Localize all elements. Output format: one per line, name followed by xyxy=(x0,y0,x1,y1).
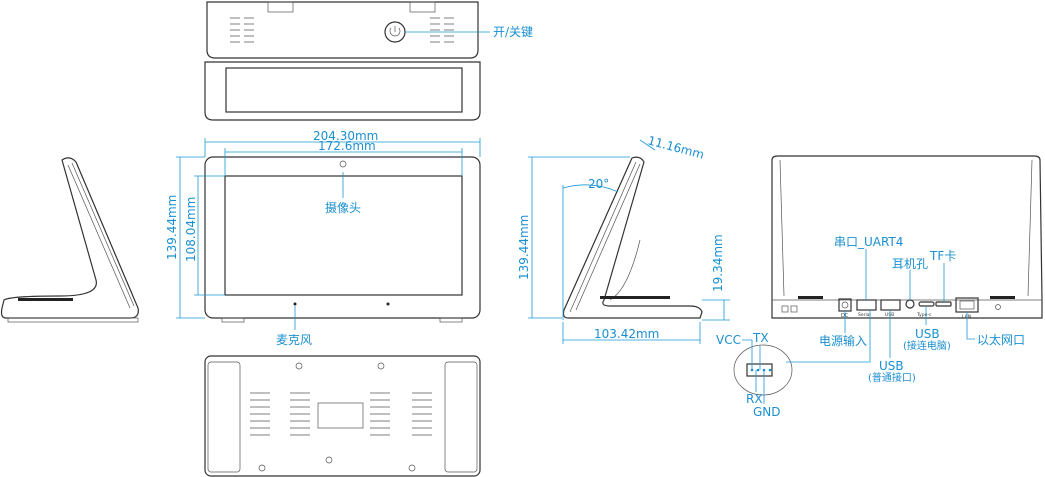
pin-gnd-label: GND xyxy=(753,405,781,419)
usb-normal-sublabel: (普通接口) xyxy=(868,371,916,384)
pin-rx-label: RX xyxy=(746,392,763,406)
top-view: 开/关键 xyxy=(204,1,533,121)
tf-slot[interactable] xyxy=(935,301,952,307)
svg-text:LAN: LAN xyxy=(962,314,971,320)
lock-icon xyxy=(995,304,1001,310)
uart-pinout-detail: VCC TX RX GND xyxy=(716,310,871,419)
left-side-view xyxy=(0,157,139,323)
uart-label: 串口_UART4 xyxy=(834,235,903,249)
vent-left xyxy=(230,17,254,43)
depth-dimension: 103.42mm xyxy=(594,327,659,341)
side-view-dimensioned: 139.44mm 20° 11.16mm 103.42mm 19.34mm xyxy=(517,133,730,344)
svg-text:Type-c: Type-c xyxy=(916,312,932,318)
angle-dimension: 20° xyxy=(588,177,609,191)
ethernet-label: 以太网口 xyxy=(977,332,1025,347)
tf-card-label: TF卡 xyxy=(929,249,956,263)
power-button-icon xyxy=(384,21,406,43)
camera-label: 摄像头 xyxy=(325,200,361,215)
camera-icon xyxy=(339,160,347,168)
typec-port[interactable]: Type-c xyxy=(916,301,935,318)
earphone-label: 耳机孔 xyxy=(892,257,928,271)
svg-text:Serial: Serial xyxy=(858,312,871,318)
bottom-view xyxy=(204,355,481,477)
pin-tx-label: TX xyxy=(752,331,769,345)
thickness-dimension: 11.16mm xyxy=(646,133,705,161)
side-height-dimension: 139.44mm xyxy=(517,215,531,280)
screen-height-dimension: 108.04mm xyxy=(184,197,198,262)
height-dimension: 139.44mm xyxy=(165,195,179,260)
earphone-jack[interactable] xyxy=(905,299,915,309)
back-view: DC Serial USB Type-c LAN 串口_UART4 耳机孔 xyxy=(771,155,1043,384)
width-dimension: 204.30mm xyxy=(313,129,378,143)
screen-width-dimension: 172.6mm xyxy=(318,139,376,153)
vent-right xyxy=(430,17,454,43)
power-input-label: 电源输入 xyxy=(819,333,867,348)
usb-pc-sublabel: (接连电脑) xyxy=(903,339,951,352)
usb-pc-label: USB xyxy=(915,327,940,341)
mic-icon xyxy=(293,302,297,306)
base-height-dimension: 19.34mm xyxy=(711,234,725,292)
pin-vcc-label: VCC xyxy=(716,333,741,347)
power-button-label: 开/关键 xyxy=(493,25,533,39)
usb-port[interactable]: USB xyxy=(880,299,901,318)
usb-normal-label: USB xyxy=(879,359,904,373)
serial-port[interactable]: Serial xyxy=(856,299,877,318)
mic-label: 麦克风 xyxy=(276,333,312,347)
front-view: 摄像头 麦克风 204.30mm 172.6mm 139.44mm 108.04… xyxy=(165,129,481,347)
